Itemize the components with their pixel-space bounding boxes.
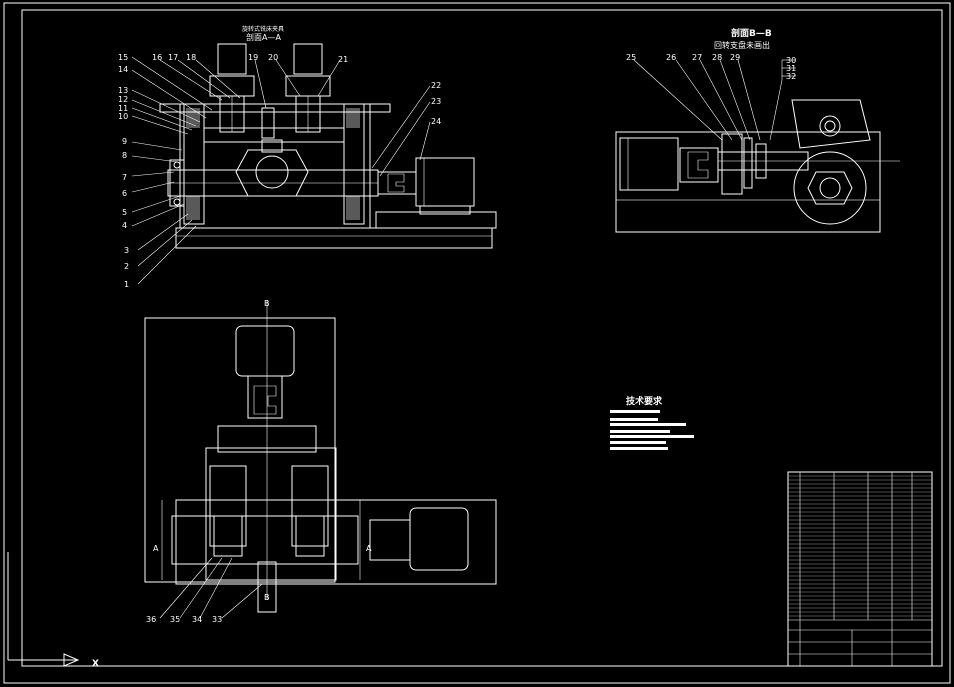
part-28: 28 (712, 53, 722, 62)
technical-requirements: 技术要求 (610, 395, 694, 450)
plan-marker-b-top: B (264, 299, 270, 308)
front-view-title-line2: 剖面A—A (246, 32, 281, 42)
fixture-body (179, 103, 371, 229)
inner-border (21, 9, 943, 667)
part-22: 22 (431, 81, 441, 90)
ucs-x-label: X (92, 659, 99, 669)
part-26: 26 (666, 53, 676, 62)
part-1: 1 (124, 280, 129, 289)
part-33: 33 (212, 615, 222, 624)
part-15: 15 (118, 53, 128, 62)
part-11: 11 (118, 104, 128, 113)
front-view-title-line1: 旋转式铣床夹具 (242, 25, 284, 33)
front-part-numbers: 1 2 3 4 5 6 7 8 9 10 11 12 13 14 15 16 1… (118, 53, 441, 289)
part-25: 25 (626, 53, 636, 62)
plan-marker-b-bottom: B (264, 593, 270, 602)
part-20: 20 (268, 53, 278, 62)
cylinder-right (293, 43, 323, 75)
section-housing (791, 99, 871, 149)
base-plate (175, 227, 493, 249)
ucs-icon: X (7, 552, 99, 669)
plan-cylinder-right (291, 465, 329, 547)
plan-marker-a-left: A (153, 544, 159, 553)
section-motor (619, 137, 679, 191)
plan-view: B B A A 33 34 35 36 (144, 299, 497, 624)
part-23: 23 (431, 97, 441, 106)
part-5: 5 (122, 208, 127, 217)
part-19: 19 (248, 53, 258, 62)
part-9: 9 (122, 137, 127, 146)
part-34: 34 (192, 615, 202, 624)
plan-motor-right (409, 507, 469, 571)
part-35: 35 (170, 615, 180, 624)
part-36: 36 (146, 615, 156, 624)
section-leaders (633, 59, 796, 141)
workpiece-gear (235, 149, 309, 197)
plan-base (144, 317, 336, 583)
part-2: 2 (124, 262, 129, 271)
part-21: 21 (338, 55, 348, 64)
part-24: 24 (431, 117, 441, 126)
section-part-numbers: 25 26 27 28 29 30 31 32 (626, 53, 796, 81)
part-32: 32 (786, 72, 796, 81)
part-6: 6 (122, 189, 127, 198)
section-gear (793, 151, 867, 225)
parts-list (787, 471, 933, 667)
part-30: 30 (786, 56, 796, 65)
plan-leaders (159, 557, 263, 619)
front-section-view: 旋转式铣床夹具 剖面A—A (118, 25, 497, 289)
motor (415, 157, 475, 207)
part-18: 18 (186, 53, 196, 62)
plan-cylinder-left (209, 465, 247, 547)
part-27: 27 (692, 53, 702, 62)
coupling (377, 171, 417, 195)
tech-req-heading: 技术要求 (626, 395, 663, 407)
part-12: 12 (118, 95, 128, 104)
part-3: 3 (124, 246, 129, 255)
section-bb-view: 剖面B—B 回转支盘未画出 (615, 27, 900, 233)
cylinder-left (217, 43, 247, 75)
part-4: 4 (122, 221, 127, 230)
section-bb-title: 剖面B—B (731, 27, 772, 39)
part-14: 14 (118, 65, 128, 74)
parts-list-rows (788, 475, 932, 617)
part-10: 10 (118, 112, 128, 121)
part-17: 17 (168, 53, 178, 62)
outer-frame (3, 2, 951, 684)
part-13: 13 (118, 86, 128, 95)
front-leaders (131, 56, 431, 285)
part-7: 7 (122, 173, 127, 182)
part-31: 31 (786, 64, 796, 73)
section-bb-note: 回转支盘未画出 (714, 40, 770, 50)
part-29: 29 (730, 53, 740, 62)
plan-motor-top (235, 325, 295, 377)
section-bb-frame (615, 131, 881, 233)
plan-part-numbers: 33 34 35 36 (146, 615, 222, 624)
part-8: 8 (122, 151, 127, 160)
plan-marker-a-right: A (366, 544, 372, 553)
part-16: 16 (152, 53, 162, 62)
